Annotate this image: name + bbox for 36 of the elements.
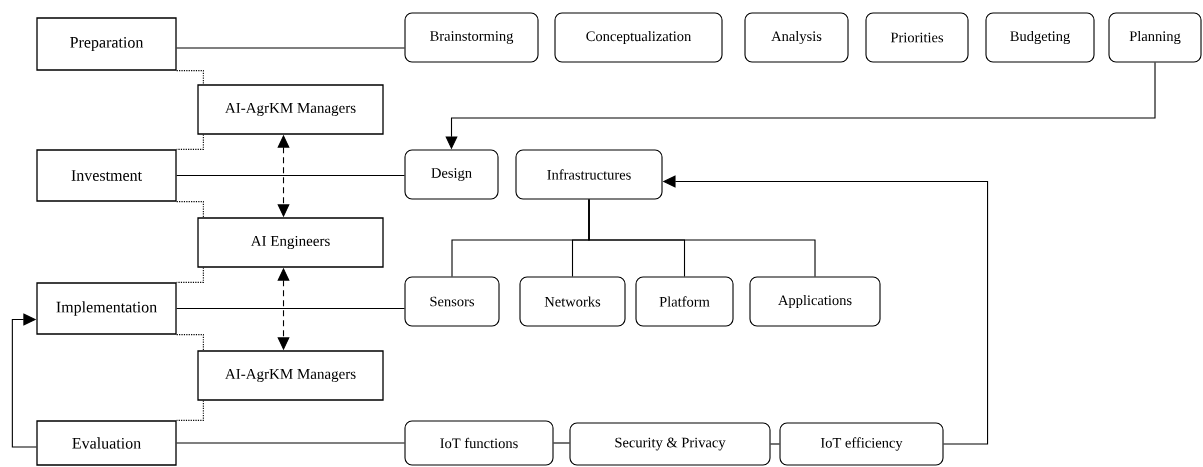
role-box: AI-AgrKM Managers <box>197 84 384 135</box>
activity-box: Platform <box>635 276 734 327</box>
connector-line <box>176 307 405 310</box>
arrow <box>11 313 37 448</box>
activity-box: Networks <box>519 276 626 327</box>
activity-box: Security & Privacy <box>569 422 771 466</box>
activity-box: Design <box>404 149 499 200</box>
leader-line <box>176 334 204 351</box>
activity-box: IoT efficiency <box>779 422 944 466</box>
role-box: AI-AgrKM Managers <box>197 350 384 401</box>
activity-box: Sensors <box>404 276 500 327</box>
connector-line <box>176 174 405 177</box>
connector-line <box>770 443 780 445</box>
leader-line <box>176 134 204 150</box>
leader-line <box>176 400 204 421</box>
activity-box: Planning <box>1108 12 1202 63</box>
activity-box: Brainstorming <box>404 12 539 63</box>
role-box: AI Engineers <box>197 217 384 268</box>
leader-line <box>176 267 204 283</box>
stage-box: Implementation <box>36 282 177 335</box>
activity-box: Priorities <box>865 12 969 63</box>
connector-line <box>176 442 405 444</box>
activity-box: Budgeting <box>985 12 1095 63</box>
activity-box: Infrastructures <box>515 149 663 200</box>
activity-box: Applications <box>749 276 881 327</box>
stage-box: Evaluation <box>36 420 177 466</box>
leader-line <box>176 201 204 218</box>
stage-box: Investment <box>36 149 177 202</box>
connector-line <box>553 442 570 444</box>
leader-line <box>176 70 204 85</box>
activity-box: IoT functions <box>404 420 554 466</box>
connector-line <box>588 199 816 277</box>
connector-line <box>176 47 405 49</box>
activity-box: Conceptualization <box>554 12 723 63</box>
stage-box: Preparation <box>36 17 177 71</box>
activity-box: Analysis <box>744 12 849 63</box>
